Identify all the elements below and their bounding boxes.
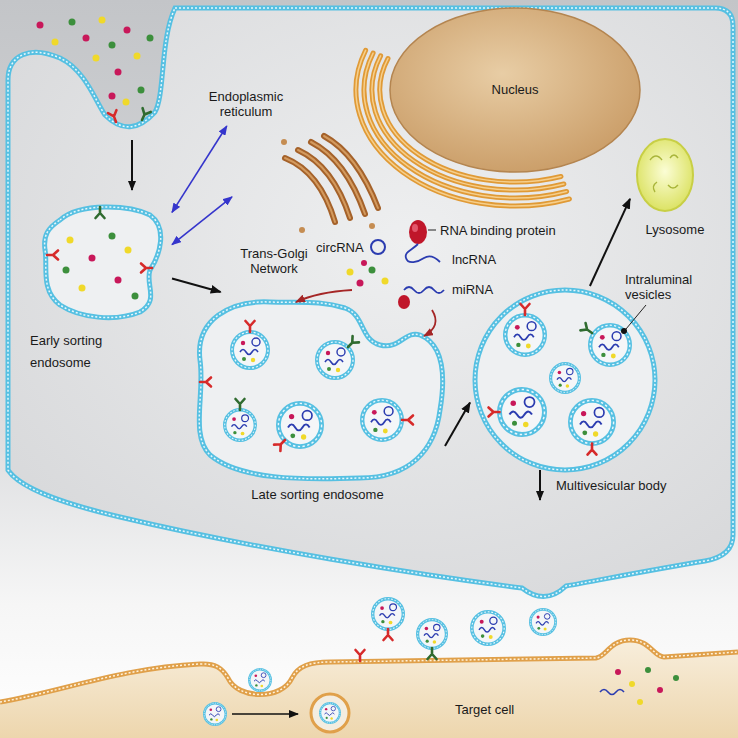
- node-label: Trans-Golgi Network: [232, 246, 316, 276]
- node-label: Multivesicular body: [556, 478, 690, 493]
- released-exosomes: [373, 599, 556, 659]
- node-label: Nucleus: [390, 82, 640, 97]
- label-holder: lncRNA: [452, 252, 496, 267]
- node-label: Early sorting endosome: [30, 330, 115, 374]
- flow-arrow: [445, 403, 470, 446]
- lysosome-shape: [637, 139, 693, 211]
- label-holder: miRNA: [452, 282, 493, 297]
- multivesicular-body-shape: [475, 290, 655, 470]
- nucleus: Nucleus: [390, 8, 640, 172]
- nucleus-shape: [390, 8, 640, 172]
- flow-arrow: [172, 197, 232, 245]
- late-endosome-shape: [199, 302, 442, 479]
- annotation-label: Intraluminal vesicles: [625, 272, 715, 302]
- label-holder: Intraluminal vesicles: [625, 272, 715, 302]
- rna-cargo: [296, 220, 444, 336]
- target-cell: Target cell: [0, 652, 738, 738]
- flow-arrow: [590, 199, 630, 286]
- flow-arrow: [172, 126, 227, 212]
- node-label: Late sorting endosome: [190, 487, 445, 502]
- annotation-label: miRNA: [452, 282, 493, 297]
- node-label: Endoplasmic reticulum: [198, 89, 294, 119]
- donor-cell: [8, 8, 733, 597]
- early-endosome: Early sorting endosome: [28, 198, 172, 377]
- label-holder: RNA binding protein: [440, 223, 556, 238]
- flow-arrow: [172, 279, 221, 292]
- lysosome: Lysosome: [630, 134, 712, 242]
- multivesicular-body: Multivesicular body: [470, 286, 695, 498]
- pathway-arrows: [132, 140, 540, 500]
- golgi-stack: [281, 136, 378, 233]
- target-cell-body: [0, 640, 738, 738]
- node-label: Target cell: [455, 702, 555, 717]
- leader-line: [621, 305, 646, 334]
- annotation-label: lncRNA: [452, 252, 496, 267]
- endoplasmic-reticulum: [356, 50, 569, 206]
- early-endosome-shape: [45, 207, 161, 318]
- label-holder: circRNA: [316, 240, 364, 255]
- golgi-organelle: Trans-Golgi Network: [232, 140, 382, 282]
- node-label: Lysosome: [638, 222, 712, 237]
- annotation-label: circRNA: [316, 240, 364, 255]
- organelle-label: Endoplasmic reticulum: [198, 86, 294, 126]
- late-endosome: Late sorting endosome: [190, 292, 445, 506]
- annotation-label: RNA binding protein: [440, 223, 556, 238]
